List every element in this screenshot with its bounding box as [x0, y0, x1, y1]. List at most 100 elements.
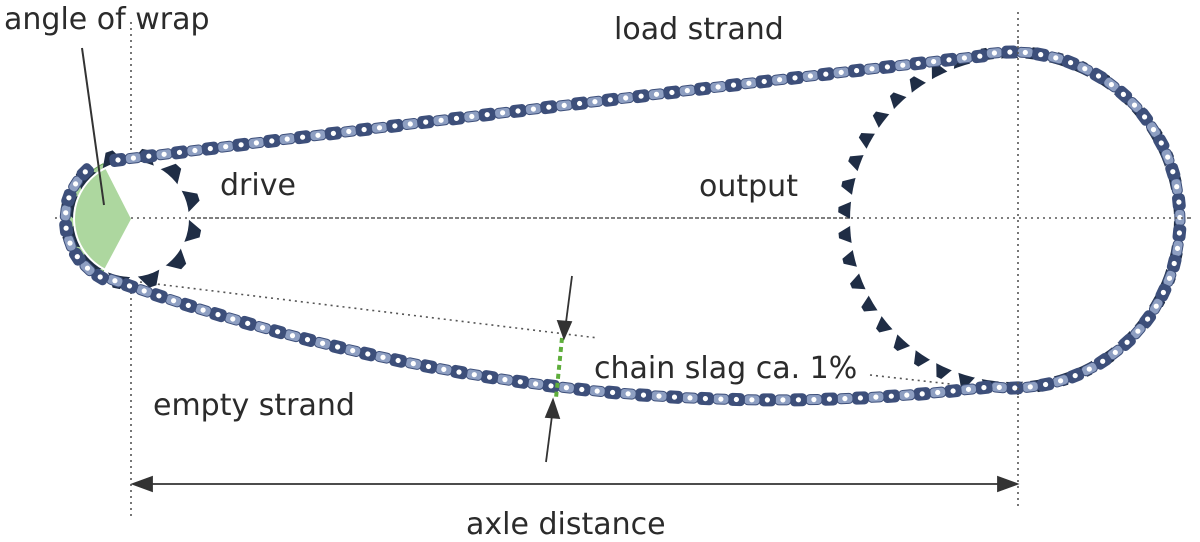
chain-link [588, 385, 606, 398]
drive-label: drive [220, 168, 296, 203]
chain-link [283, 329, 302, 343]
chain-link [774, 394, 792, 406]
chain-link [124, 152, 142, 165]
chain-link [247, 136, 265, 149]
chain-link [386, 118, 404, 133]
chain-link [985, 47, 1003, 59]
chain-link [355, 122, 373, 137]
chain-link [1036, 377, 1055, 392]
chain-link [404, 357, 422, 370]
angle-of-wrap-wedge-inner [75, 169, 131, 269]
chain-link [650, 390, 668, 402]
chain-link [328, 339, 347, 355]
chain-link [140, 149, 158, 164]
chain-link [293, 130, 312, 145]
chain-link [278, 133, 296, 146]
output-label: output [699, 169, 798, 204]
chain-link [149, 288, 168, 304]
chain-link [696, 391, 714, 406]
angle-of-wrap-label: angle of wrap [4, 2, 210, 37]
chain-link [524, 103, 542, 116]
chain-link [832, 66, 850, 79]
chain-link [1016, 46, 1034, 59]
chain-link [940, 52, 958, 67]
chain-link [863, 62, 881, 75]
chain-link [509, 104, 527, 118]
chain-link [557, 381, 575, 394]
chain-link [634, 388, 653, 402]
sag-reference-line-right [869, 374, 951, 385]
chain-link [1061, 54, 1080, 71]
empty-strand-label: empty strand [153, 388, 355, 423]
chain-link [201, 141, 220, 156]
chain-link [224, 312, 242, 326]
sag-arrow-bottom [544, 397, 561, 463]
chain-link [789, 393, 807, 407]
axle-distance-label: axle distance [466, 507, 666, 542]
chain-link [771, 73, 789, 86]
chain-link [416, 115, 435, 130]
chain-link [109, 153, 127, 167]
chain-link [68, 247, 86, 266]
guide-lines-overlay [131, 40, 1190, 395]
chain-link [1153, 134, 1170, 152]
chain-link [1136, 108, 1154, 126]
sag-reference-line [139, 281, 599, 339]
chain-link [463, 110, 481, 123]
chain-link [340, 125, 358, 138]
chain-link [944, 384, 962, 398]
chain-link [990, 381, 1008, 394]
axle-distance-dimension [130, 475, 1020, 493]
chain-link [727, 392, 745, 407]
chain-link [743, 394, 761, 406]
roller-chain [59, 45, 1187, 407]
chain-link [898, 389, 916, 401]
chain-link [1093, 352, 1112, 370]
chain-link [494, 106, 512, 119]
chain-link [1114, 85, 1133, 104]
chain-sag-marker [554, 337, 564, 399]
chain-link [1089, 67, 1108, 85]
chain-link [836, 392, 854, 405]
chain-link [447, 111, 466, 126]
chain-link [619, 387, 637, 400]
chain-link [955, 52, 973, 64]
chain-link [1001, 45, 1019, 59]
chain-link [663, 85, 681, 100]
chain-link [971, 49, 989, 64]
chain-link [1021, 380, 1039, 393]
chain-link [740, 77, 758, 90]
chain-link [527, 377, 545, 390]
chain-link [909, 56, 927, 71]
chain-link [913, 387, 931, 401]
chain-link [1031, 47, 1050, 62]
chain-link [358, 346, 377, 362]
chain-link [170, 145, 189, 160]
chain-link [817, 67, 835, 82]
chain-link [389, 353, 407, 368]
chain-link [135, 284, 153, 298]
output-sprocket-hub [850, 58, 1174, 382]
chain-link [1172, 224, 1187, 242]
chain-link [603, 385, 622, 400]
chain-link [401, 118, 419, 130]
chain-link [882, 389, 900, 403]
chain-link [76, 163, 95, 181]
chain-link [632, 89, 650, 104]
chain-link [263, 134, 281, 148]
chain-link [450, 364, 468, 380]
chain-link [496, 373, 514, 386]
chain-link [665, 390, 684, 404]
chain-link [59, 204, 72, 222]
chain-link [867, 391, 885, 403]
chain-link [801, 70, 819, 82]
chain-link [570, 96, 589, 111]
chain-link [601, 92, 620, 107]
chain-link [758, 393, 776, 407]
chain-link [298, 332, 317, 348]
chain-link [805, 394, 823, 406]
chain-link [419, 359, 438, 374]
chain-link [1006, 381, 1024, 395]
chain-link [851, 391, 869, 405]
chain-link [179, 297, 198, 314]
